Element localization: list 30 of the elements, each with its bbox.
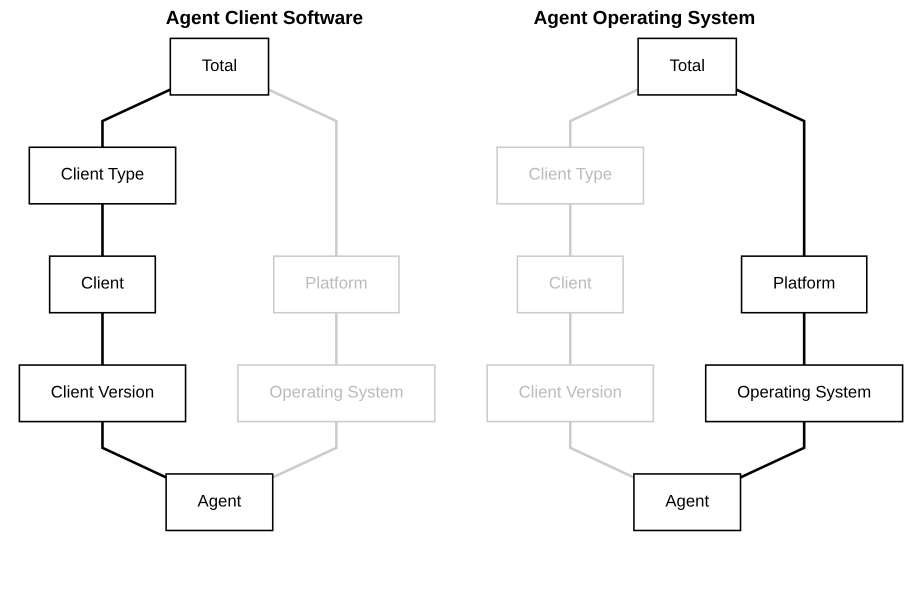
node-box: Platform [272, 255, 400, 314]
diagram-heading: Agent Client Software [166, 8, 364, 30]
connector [272, 422, 338, 479]
connector [100, 204, 104, 256]
node-box: Total [169, 38, 269, 96]
connector [267, 88, 338, 256]
node-box: Client [48, 255, 156, 314]
connector [334, 312, 338, 366]
node-box: Client Version [486, 364, 654, 422]
node-box: Client Version [18, 364, 186, 422]
node-box: Agent [164, 473, 273, 532]
connector [568, 422, 634, 479]
connector [100, 422, 166, 479]
node-box: Total [636, 38, 737, 96]
node-box: Client Type [496, 146, 644, 205]
connector [802, 312, 805, 366]
node-box: Client Type [28, 146, 176, 205]
node-box: Client [516, 255, 624, 314]
connector [568, 88, 638, 148]
diagram-heading: Agent Operating System [534, 8, 756, 30]
connector [100, 88, 170, 148]
connector [739, 422, 805, 479]
connector [100, 312, 104, 366]
node-box: Agent [632, 473, 741, 532]
connector [568, 312, 572, 366]
node-box: Operating System [704, 364, 903, 422]
node-box: Platform [740, 255, 868, 314]
node-box: Operating System [236, 364, 436, 422]
connector [735, 88, 805, 256]
connector [568, 204, 572, 256]
